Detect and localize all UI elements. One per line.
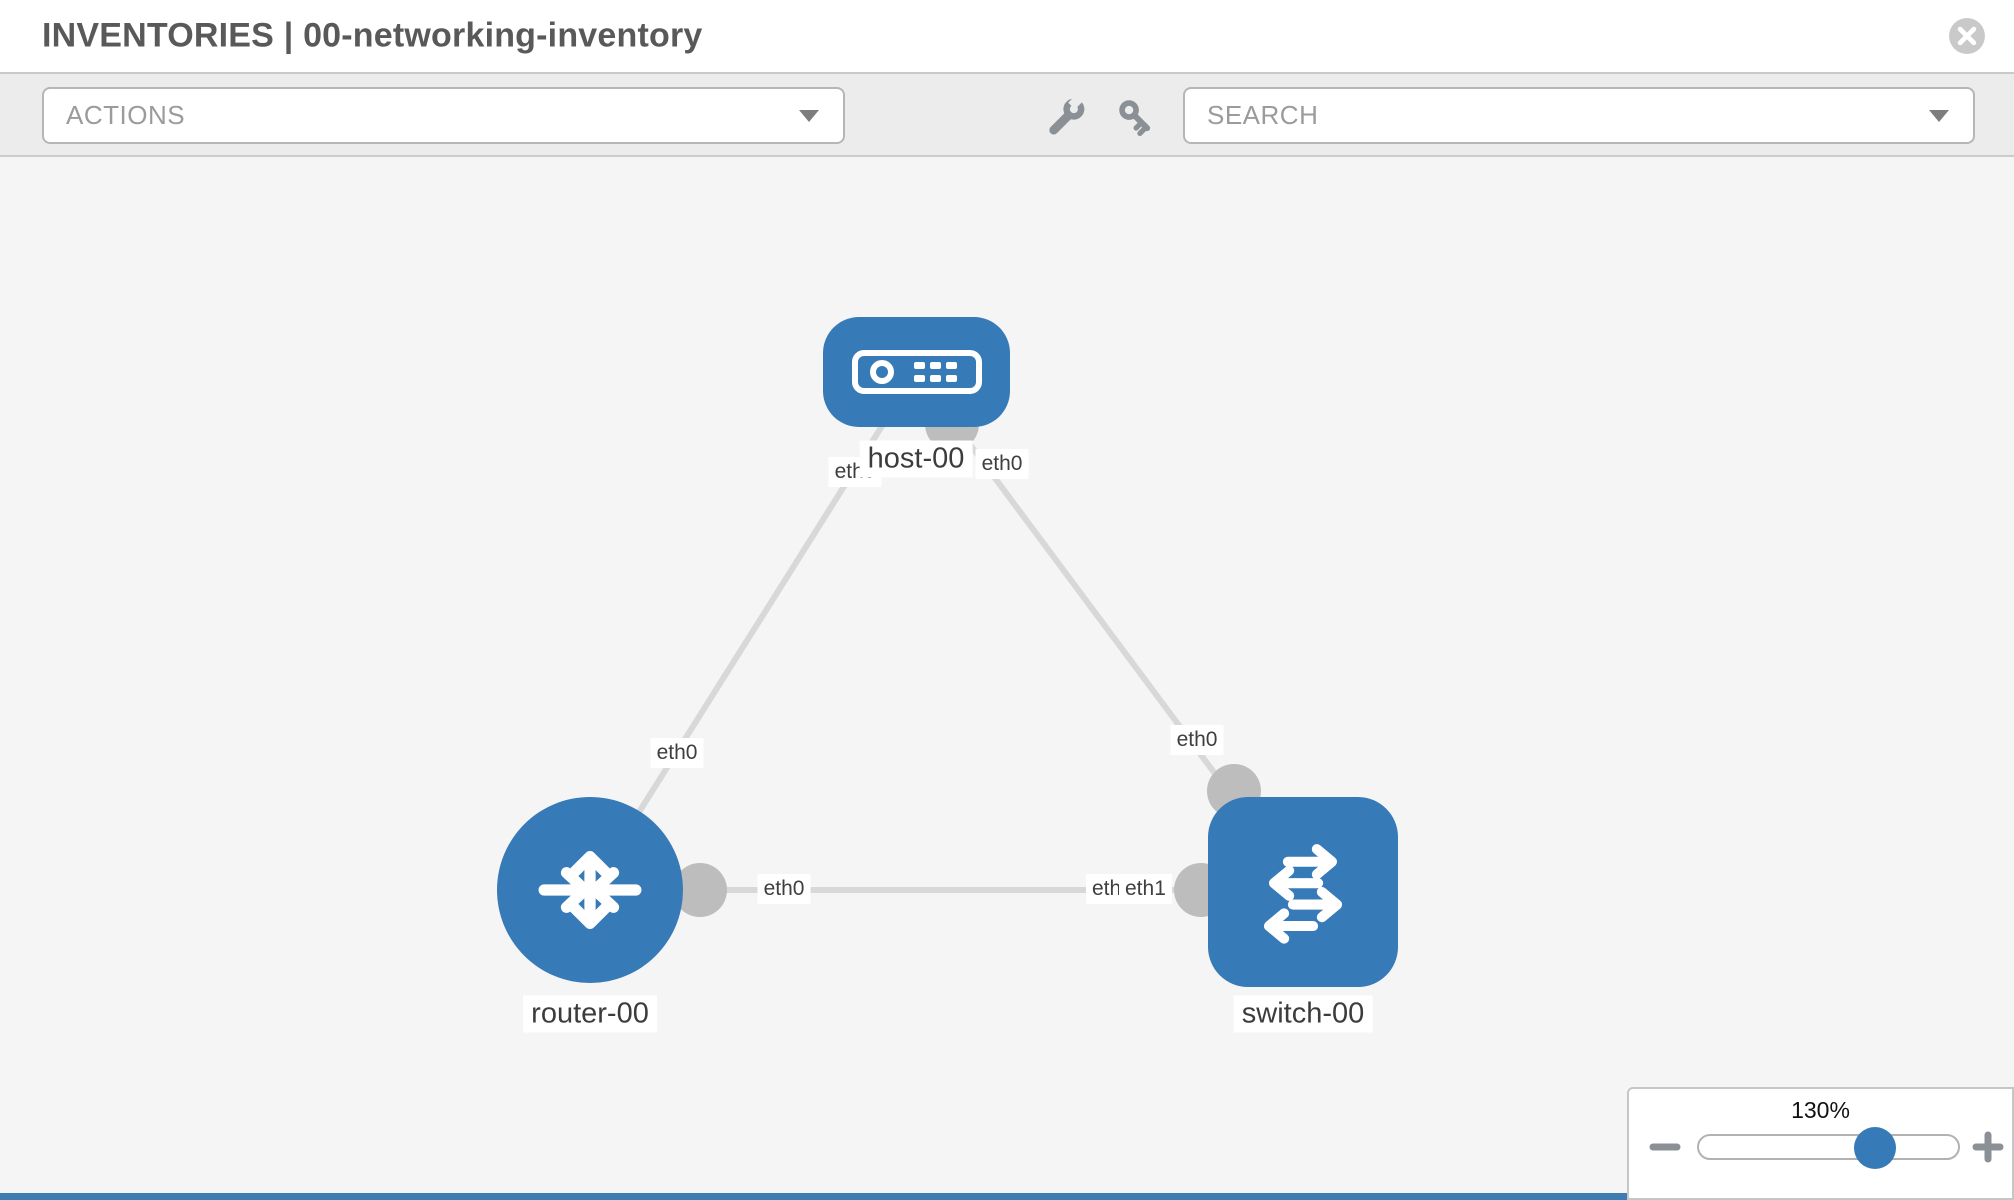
node-label-router: router-00 — [523, 995, 657, 1033]
switch-arrows-icon — [1263, 844, 1343, 944]
zoom-out-icon[interactable] — [1647, 1129, 1683, 1165]
interface-label: eth0 — [757, 874, 811, 904]
zoom-slider-track[interactable] — [1697, 1127, 1960, 1169]
close-icon[interactable] — [1948, 17, 1986, 55]
node-router-00[interactable] — [497, 797, 683, 983]
server-icon — [851, 350, 982, 394]
toolbar: ACTIONS SEARCH — [0, 72, 2014, 157]
zoom-slider-thumb[interactable] — [1854, 1127, 1896, 1169]
interface-label: eth0 — [650, 738, 704, 768]
search-dropdown[interactable]: SEARCH — [1183, 87, 1975, 144]
interface-label: eth1 — [1119, 874, 1172, 904]
wrench-icon[interactable] — [1045, 96, 1087, 138]
node-switch-00[interactable] — [1208, 797, 1398, 987]
zoom-panel: 130% — [1627, 1087, 2014, 1200]
router-arrows-icon — [538, 850, 642, 930]
zoom-value: 130% — [1791, 1097, 1850, 1123]
bottom-strip — [0, 1193, 1627, 1200]
node-host-00[interactable] — [823, 317, 1010, 427]
zoom-in-icon[interactable] — [1970, 1129, 2006, 1165]
interface-label: eth0 — [975, 449, 1029, 479]
page-title: INVENTORIES | 00-networking-inventory — [42, 16, 703, 55]
node-label-host: host-00 — [859, 440, 973, 478]
header: INVENTORIES | 00-networking-inventory — [0, 0, 2014, 72]
chevron-down-icon — [1929, 109, 1949, 122]
interface-label: eth0 — [1170, 725, 1224, 755]
key-icon[interactable] — [1115, 96, 1157, 138]
search-dropdown-label: SEARCH — [1207, 100, 1319, 130]
actions-dropdown[interactable]: ACTIONS — [42, 87, 845, 144]
node-label-switch: switch-00 — [1233, 995, 1373, 1033]
actions-dropdown-label: ACTIONS — [66, 100, 186, 130]
chevron-down-icon — [799, 109, 819, 122]
